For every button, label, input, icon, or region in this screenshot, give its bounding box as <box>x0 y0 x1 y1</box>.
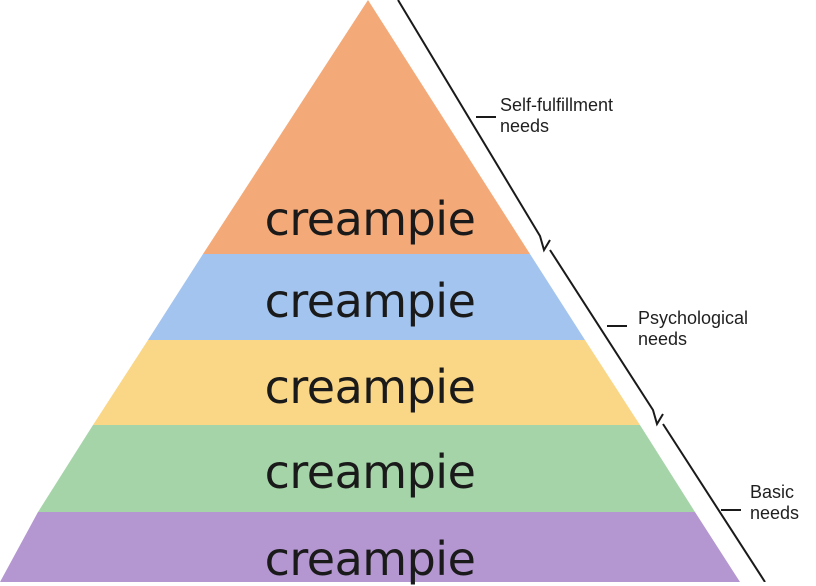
tier-label: creampie <box>264 532 476 586</box>
bracket-self-fulfillment <box>397 0 551 253</box>
group-label-line: needs <box>638 329 688 349</box>
group-label-line: needs <box>500 116 550 136</box>
group-label-self-fulfillment: Self-fulfillment needs <box>500 95 613 137</box>
bracket-psychological <box>549 249 664 427</box>
tier-physiological <box>0 512 740 582</box>
tier-label: creampie <box>264 192 476 246</box>
group-label-line: Self-fulfillment <box>500 95 614 115</box>
bracket-basic <box>662 423 766 583</box>
tier-self-fulfillment <box>203 0 530 254</box>
tier-label: creampie <box>264 445 476 499</box>
group-label-psychological: Psychological needs <box>638 308 748 350</box>
tier-label: creampie <box>264 360 476 414</box>
tier-esteem <box>148 254 585 340</box>
group-label-basic: Basic needs <box>750 482 799 524</box>
tier-belonging <box>93 340 640 425</box>
group-label-line: needs <box>750 503 800 523</box>
group-label-line: Psychological <box>638 308 749 328</box>
tier-safety <box>38 425 695 512</box>
tier-label: creampie <box>264 274 476 328</box>
group-label-line: Basic <box>750 482 795 502</box>
